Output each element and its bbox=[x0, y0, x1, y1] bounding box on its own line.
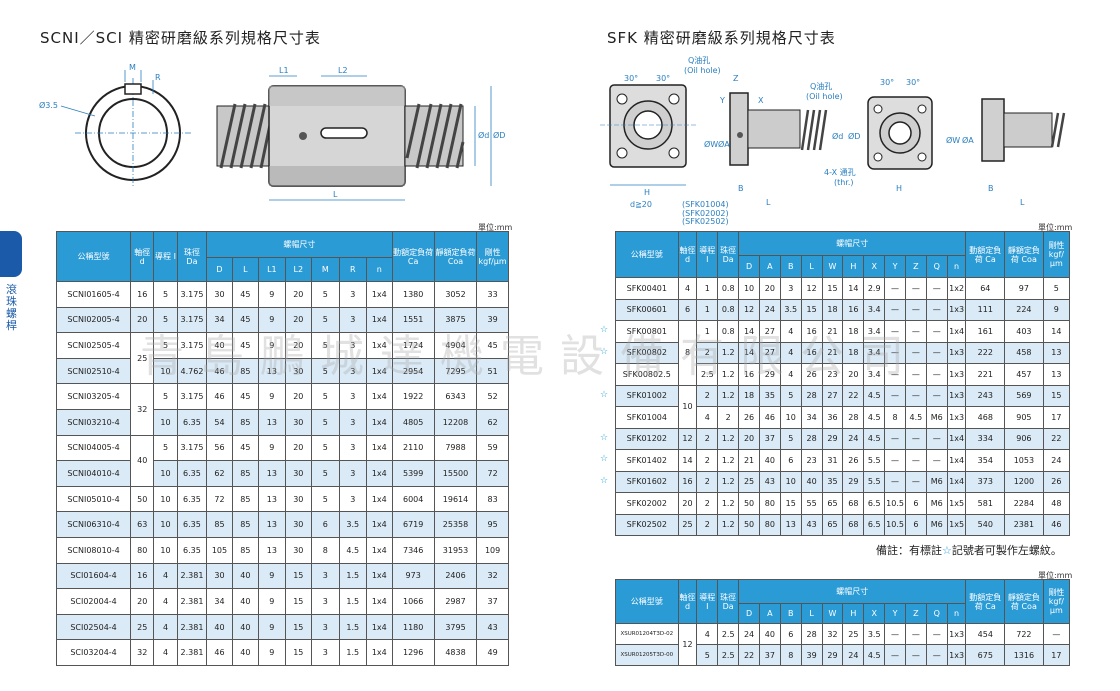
dim-l: L bbox=[333, 190, 338, 199]
svg-text:ØW: ØW bbox=[704, 139, 718, 149]
svg-text:H: H bbox=[644, 188, 650, 197]
star-column: ☆ ☆ ☆ ☆ ☆ ☆ bbox=[600, 277, 612, 535]
th-rigidity: 剛性 kgf/μm bbox=[476, 231, 509, 282]
svg-text:ØA: ØA bbox=[962, 135, 974, 145]
svg-text:d≧20: d≧20 bbox=[630, 200, 652, 209]
xsur-spec-table: 公稱型號 軸徑 d 導程 I 珠徑 Da 螺帽尺寸 動額定負荷 Ca 靜額定負荷… bbox=[615, 579, 1071, 666]
svg-text:4-X 通孔: 4-X 通孔 bbox=[824, 167, 856, 177]
svg-text:Q油孔: Q油孔 bbox=[810, 81, 832, 91]
svg-text:(SFK02002): (SFK02002) bbox=[682, 209, 729, 218]
dim-r: R bbox=[155, 73, 161, 82]
th-ca: 動額定負荷 Ca bbox=[391, 231, 435, 282]
watermark: 青島鵬城達機電設備有限公司 bbox=[140, 331, 920, 382]
svg-text:(Oil hole): (Oil hole) bbox=[806, 92, 843, 101]
side-label: 滾珠螺桿 bbox=[6, 283, 17, 332]
svg-text:(Oil hole): (Oil hole) bbox=[684, 66, 721, 75]
star-mark: ☆ bbox=[600, 389, 609, 400]
svg-text:(thr.): (thr.) bbox=[834, 178, 854, 187]
side-tab bbox=[0, 231, 22, 277]
svg-text:30°: 30° bbox=[624, 74, 638, 83]
star-mark bbox=[600, 277, 612, 299]
svg-text:H: H bbox=[896, 184, 902, 193]
star-mark bbox=[600, 514, 612, 536]
svg-text:ØD: ØD bbox=[848, 131, 860, 141]
th-shaft: 軸徑 d bbox=[130, 231, 155, 282]
svg-text:X: X bbox=[758, 96, 764, 105]
sfk-drawing: 30° 30° H Z Y X Q油孔 (Oil hole) ØW ØA Ød … bbox=[600, 55, 1066, 218]
svg-text:ØA: ØA bbox=[718, 139, 730, 149]
svg-text:Y: Y bbox=[719, 96, 725, 105]
svg-text:Q油孔: Q油孔 bbox=[688, 55, 710, 65]
dim-l2: L2 bbox=[338, 66, 348, 75]
left-unit: 單位:mm bbox=[478, 223, 513, 232]
th-model: 公稱型號 bbox=[55, 231, 132, 282]
left-thread-note: 備註：有標註☆記號者可製作左螺紋。 bbox=[876, 544, 1062, 557]
svg-text:L: L bbox=[1020, 198, 1025, 207]
svg-text:Ød: Ød bbox=[832, 131, 843, 141]
th-ball: 珠徑 Da bbox=[176, 231, 208, 282]
star-mark bbox=[600, 406, 612, 428]
svg-text:B: B bbox=[738, 184, 744, 193]
left-title: SCNI／SCI 精密研磨級系列規格尺寸表 bbox=[40, 29, 321, 47]
th-nut: 螺帽尺寸 bbox=[206, 231, 393, 258]
svg-text:30°: 30° bbox=[906, 78, 920, 87]
th-coa: 靜額定負荷 Coa bbox=[433, 231, 478, 282]
scni-drawing: M R Ø3.5 L1 L2 L Ød ØD bbox=[39, 63, 505, 201]
star-mark: ☆ bbox=[600, 325, 609, 335]
dim-l1: L1 bbox=[279, 66, 289, 75]
scni-spec-table: 公稱型號 軸徑 d 導程 I 珠徑 Da 螺帽尺寸 動額定負荷 Ca 靜額定負荷… bbox=[55, 231, 509, 666]
svg-text:30°: 30° bbox=[880, 78, 894, 87]
svg-text:B: B bbox=[988, 184, 994, 193]
dim-d35: Ø3.5 bbox=[39, 100, 58, 110]
th-lead: 導程 I bbox=[153, 231, 178, 282]
svg-text:(SFK01004): (SFK01004) bbox=[682, 200, 729, 209]
dim-dd: Ød bbox=[478, 130, 489, 140]
right-title: SFK 精密研磨級系列規格尺寸表 bbox=[607, 29, 836, 47]
star-mark bbox=[600, 299, 612, 321]
dim-dD: ØD bbox=[493, 130, 505, 140]
star-mark: ☆ bbox=[600, 475, 609, 486]
sfk-spec-table: 公稱型號 軸徑 d 導程 I 珠徑 Da 螺帽尺寸 動額定負荷 Ca 靜額定負荷… bbox=[615, 231, 1071, 536]
svg-text:L: L bbox=[766, 198, 771, 207]
svg-text:30°: 30° bbox=[656, 74, 670, 83]
star-mark: ☆ bbox=[600, 346, 609, 357]
star-mark bbox=[600, 492, 612, 514]
right-unit: 單位:mm bbox=[1038, 223, 1073, 232]
model-note-3: (SFK02502) bbox=[682, 217, 729, 226]
svg-text:Z: Z bbox=[733, 74, 739, 83]
svg-text:ØW: ØW bbox=[946, 135, 960, 145]
star-mark: ☆ bbox=[600, 432, 609, 443]
star-mark: ☆ bbox=[600, 454, 609, 464]
right-unit-2: 單位:mm bbox=[1038, 571, 1073, 580]
dim-m: M bbox=[129, 63, 136, 72]
